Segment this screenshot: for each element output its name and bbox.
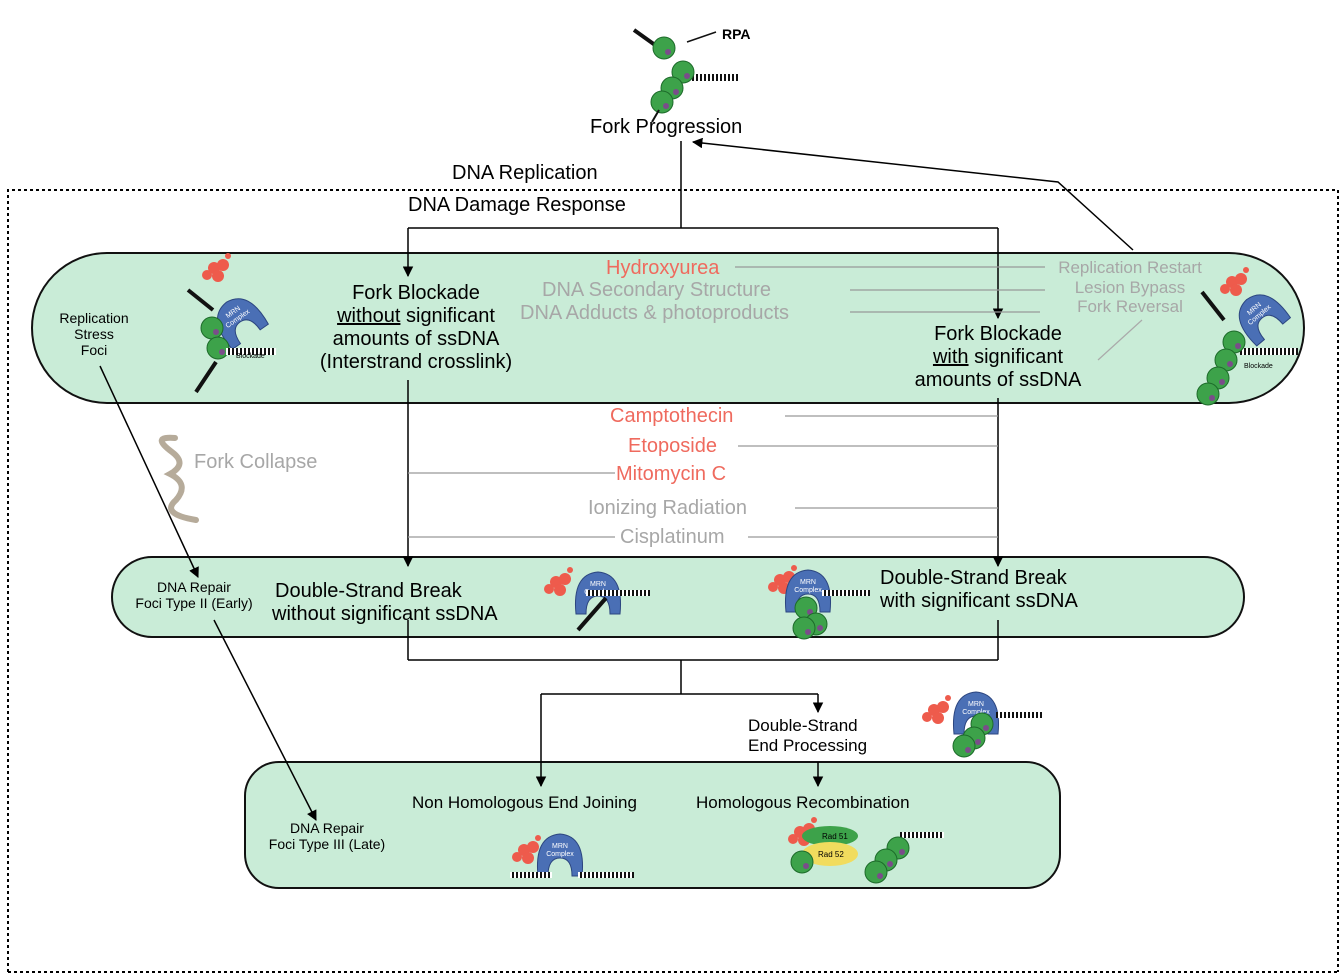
nhej-label: Non Homologous End Joining (412, 793, 637, 812)
blockade-with-ssdna-icon: Blockade (1196, 267, 1298, 406)
fork-collapse-brace (158, 434, 199, 523)
hr-icon: Rad 51 Rad 52 (788, 817, 944, 884)
agent-hydroxyurea: Hydroxyurea (606, 257, 720, 279)
agent-dna-secondary-structure: DNA Secondary Structure (542, 279, 771, 301)
dna-damage-response-label: DNA Damage Response (408, 194, 626, 216)
fork-collapse-label: Fork Collapse (194, 451, 318, 473)
agent-cisplatinum: Cisplatinum (620, 526, 725, 548)
svg-text:Blockade: Blockade (1244, 363, 1273, 370)
agent-camptothecin: Camptothecin (610, 405, 734, 427)
fork-progression-label: Fork Progression (590, 116, 743, 138)
agent-ionizing-radiation: Ionizing Radiation (588, 497, 747, 519)
hr-label: Homologous Recombination (696, 793, 910, 812)
nhej-icon (510, 833, 634, 878)
dsb-without-ssdna-icon (544, 567, 650, 632)
dsb-without-ssdna-label: Double-Strand Break without significant … (272, 580, 498, 625)
agent-mitomycin-c: Mitomycin C (616, 463, 727, 485)
top-fork-icon (632, 28, 740, 123)
outer-dotted-frame (7, 189, 1339, 972)
svg-text:Blockade: Blockade (236, 353, 265, 360)
dsb-with-ssdna-label: Double-Strand Break with significant ssD… (880, 567, 1078, 612)
foci-type-ii-label: DNA Repair Foci Type II (Early) (135, 579, 253, 612)
svg-text:Rad 51: Rad 51 (822, 832, 848, 841)
double-strand-break-band (111, 556, 1245, 638)
blockade-without-ssdna-icon: Blockade (186, 253, 276, 394)
foci-type-iii-label: DNA Repair Foci Type III (Late) (268, 820, 386, 853)
end-processing-icon (922, 691, 1042, 758)
svg-text:Rad 52: Rad 52 (818, 850, 844, 859)
stress-outcomes: Replication Restart Lesion Bypass Fork R… (1058, 258, 1202, 317)
replication-stress-foci-label: Replication Stress Foci (59, 310, 129, 359)
fork-blockade-without-ssdna: Fork Blockade without significant amount… (319, 282, 513, 373)
fork-blockade-with-ssdna: Fork Blockade with significant amounts o… (914, 323, 1082, 391)
dna-replication-label: DNA Replication (452, 162, 598, 184)
rpa-label: RPA (722, 26, 751, 42)
dsb-with-ssdna-icon (768, 565, 870, 640)
end-processing-label: Double-Strand End Processing (748, 716, 868, 755)
agent-etoposide: Etoposide (628, 435, 717, 457)
agent-dna-adducts: DNA Adducts & photoproducts (520, 302, 790, 324)
